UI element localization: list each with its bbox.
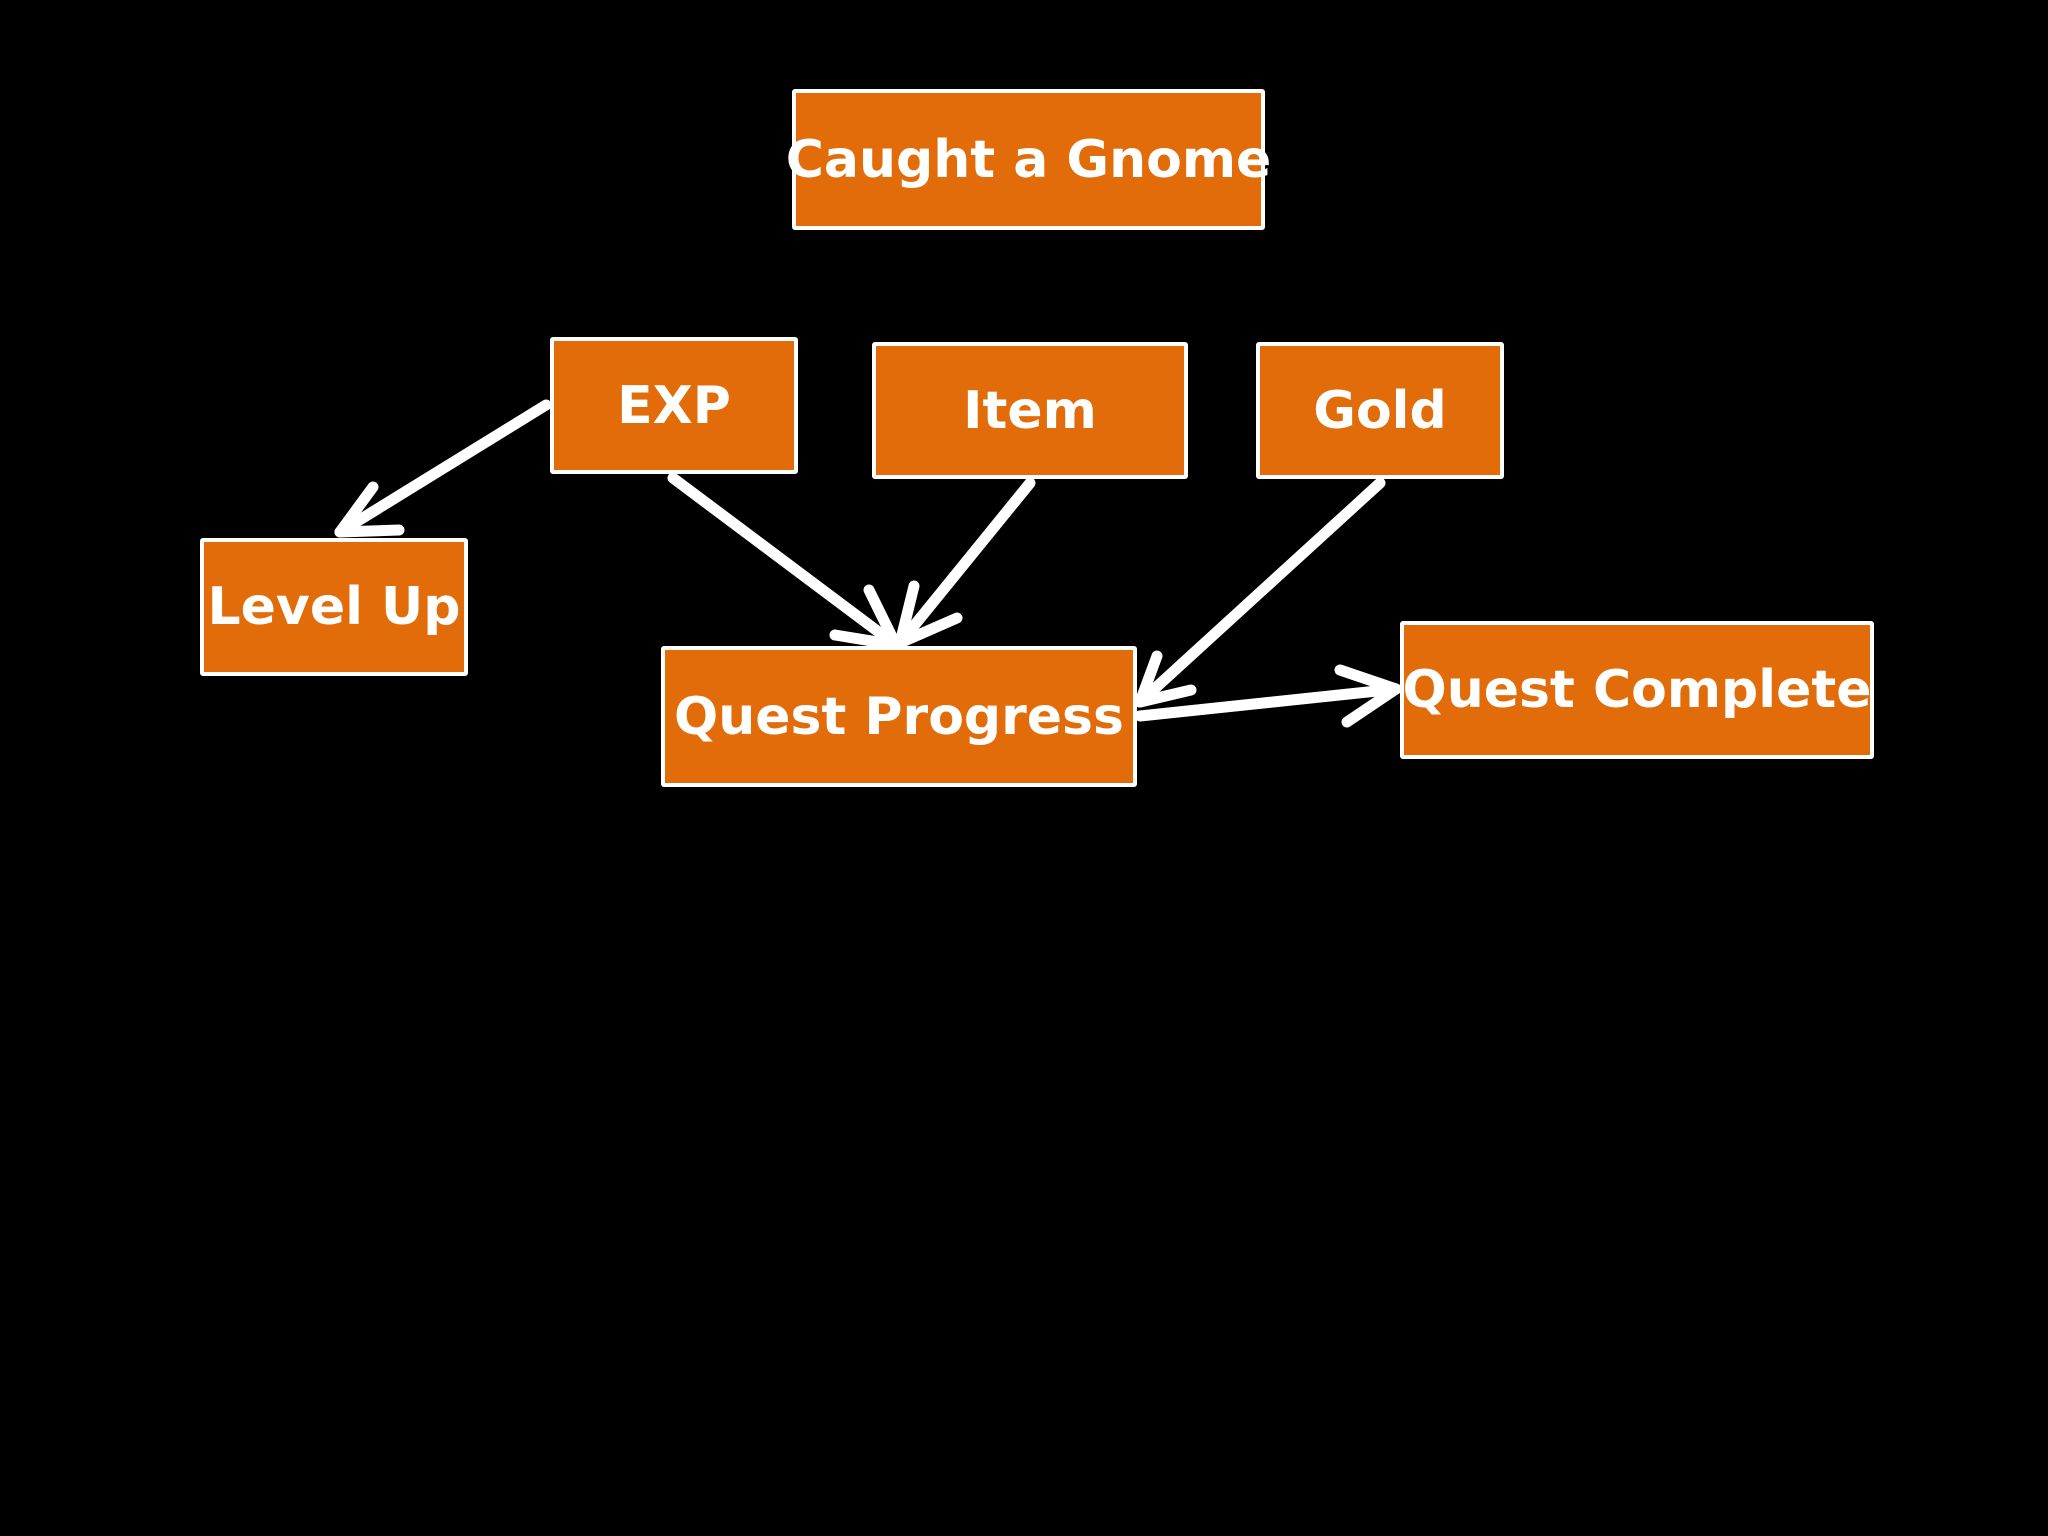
node-quest-complete: Quest Complete: [1400, 621, 1874, 759]
node-label: Quest Progress: [674, 686, 1124, 747]
node-label: Level Up: [207, 577, 461, 637]
node-label: EXP: [617, 375, 731, 436]
arrow-item-to-progress: [894, 477, 1036, 649]
node-quest-progress: Quest Progress: [661, 646, 1137, 787]
node-label: Gold: [1313, 380, 1447, 441]
arrow-gold-to-progress: [1134, 477, 1386, 708]
arrow-exp-to-levelup: [334, 399, 552, 538]
node-exp: EXP: [550, 337, 798, 474]
node-gold: Gold: [1256, 342, 1504, 479]
arrow-progress-to-complete: [1134, 664, 1402, 728]
node-label: Caught a Gnome: [785, 129, 1272, 190]
arrow-exp-to-progress: [667, 472, 902, 651]
node-item: Item: [872, 342, 1188, 479]
node-caught-a-gnome: Caught a Gnome: [786, 89, 1271, 230]
node-label: Item: [963, 380, 1097, 441]
node-label: Quest Complete: [1402, 660, 1872, 720]
node-level-up: Level Up: [200, 538, 468, 676]
